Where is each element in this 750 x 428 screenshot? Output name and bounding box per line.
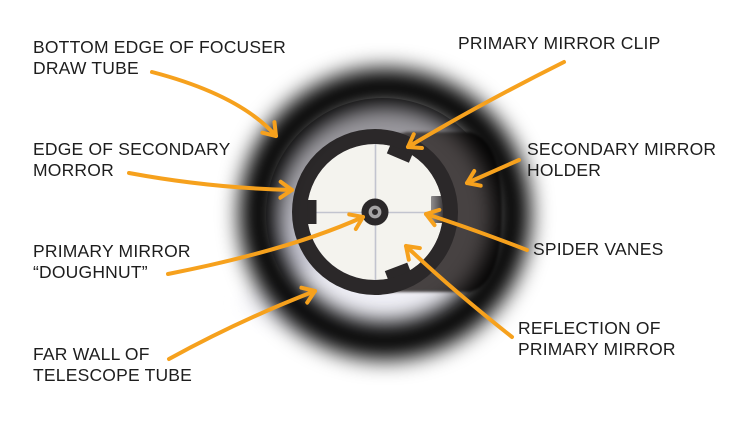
primary-mirror-clip-top <box>386 143 414 163</box>
arrow-focuser-draw-tube <box>150 70 278 138</box>
arrow-spider-vanes <box>424 207 529 252</box>
label-focuser-draw-tube: BOTTOM EDGE OF FOCUSER DRAW TUBE <box>33 37 286 78</box>
label-spider-vanes: SPIDER VANES <box>533 239 664 259</box>
primary-mirror-clips <box>305 143 414 282</box>
secondary-mirror-edge-ring <box>292 129 458 295</box>
label-primary-reflection: REFLECTION OF PRIMARY MIRROR <box>518 318 676 359</box>
focuser-drawtube-vignette <box>239 68 531 360</box>
arrow-secondary-edge <box>127 171 294 200</box>
arrow-primary-reflection <box>404 243 514 339</box>
arrow-secondary-holder <box>465 158 521 188</box>
label-primary-clip: PRIMARY MIRROR CLIP <box>458 33 661 53</box>
doughnut-shadow-disc <box>361 198 389 226</box>
primary-mirror-clip-left <box>305 200 317 224</box>
label-far-wall: FAR WALL OF TELESCOPE TUBE <box>33 344 193 385</box>
primary-mirror-clip-bottom <box>384 262 412 282</box>
label-primary-doughnut: PRIMARY MIRROR “DOUGHNUT” <box>33 241 191 282</box>
arrow-doughnut <box>166 212 365 276</box>
arrow-primary-clip <box>406 60 566 150</box>
label-secondary-holder: SECONDARY MIRROR HOLDER <box>527 139 717 180</box>
annotation-arrows <box>127 60 566 361</box>
arrow-far-wall <box>167 285 317 361</box>
label-secondary-edge: EDGE OF SECONDARY MORROR <box>33 139 231 180</box>
primary-mirror-doughnut <box>368 205 382 219</box>
